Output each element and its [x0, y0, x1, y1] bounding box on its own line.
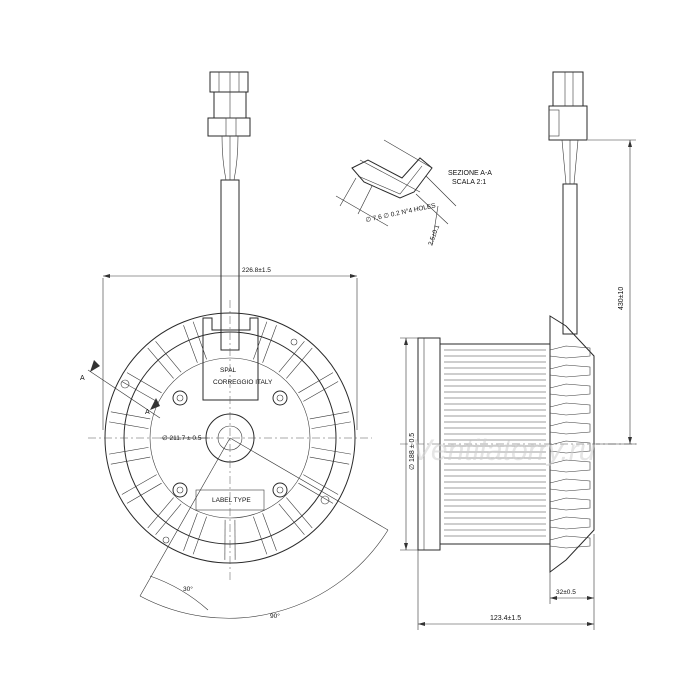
section-mark-left: A — [80, 375, 85, 382]
mounting-bosses — [120, 338, 330, 544]
rib-line — [126, 482, 162, 504]
origin-text: CORREGGIO ITALY — [213, 379, 273, 386]
dim-height: 430±10 — [588, 139, 636, 445]
rib-line — [109, 421, 149, 429]
cap-rib — [549, 459, 591, 473]
front-view: 226.8±1.5 A A ∅ 211.7 ± 0.5 SPAL CORREGG… — [80, 71, 389, 620]
cap-rib — [549, 535, 591, 549]
rib-line — [253, 321, 268, 360]
rib-line — [110, 456, 151, 465]
side-view: ∅ 188 ± 0.5 430±10 32±0.5 123.4± — [400, 71, 640, 630]
cap-rib — [549, 497, 591, 511]
rib-line — [286, 497, 313, 529]
rib-line — [262, 513, 277, 551]
rib-line — [286, 347, 313, 379]
rib-line — [147, 497, 174, 529]
rib-line — [311, 447, 351, 455]
front-ribs — [109, 321, 351, 560]
cap-rib — [549, 383, 591, 397]
rib-line — [303, 474, 339, 495]
rib-line — [192, 516, 207, 555]
rib-line — [278, 341, 305, 373]
cap-rib — [549, 364, 591, 378]
side-cable — [562, 183, 578, 335]
front-connector — [207, 71, 251, 137]
rib-line — [298, 482, 334, 504]
dim-height-label: 430±10 — [618, 287, 625, 310]
dim-depth-label: 32±0.5 — [556, 589, 576, 596]
brand-text: SPAL — [220, 367, 237, 374]
section-holes-label: ∅ 7.6 ∅ 0.2 N°4 HOLES — [365, 201, 437, 224]
side-connector — [548, 71, 588, 185]
dim-width: 226.8±1.5 — [102, 267, 358, 430]
cap-rib — [549, 440, 591, 454]
dim-hole-label: ∅ 211.7 ± 0.5 — [162, 435, 202, 442]
watermark-text: Ventilatorry.ru — [412, 434, 596, 467]
section-scale: SCALA 2:1 — [452, 179, 486, 186]
label-type-text: LABEL TYPE — [212, 497, 251, 504]
section-mark-right: A — [145, 409, 150, 416]
section-detail: SEZIONE A-A SCALA 2:1 ∅ 7.6 ∅ 0.2 N°4 HO… — [335, 139, 492, 247]
rib-line — [309, 456, 350, 465]
rib-line — [303, 381, 339, 402]
rib-line — [183, 513, 198, 551]
angle-2-label: 90° — [270, 612, 280, 620]
rib-line — [298, 372, 334, 394]
rib-line — [109, 447, 149, 455]
dim-length: 123.4±1.5 — [417, 550, 595, 630]
cap-rib — [549, 478, 591, 492]
rib-line — [311, 421, 351, 429]
rib-line — [183, 325, 198, 363]
rib-line — [147, 347, 174, 379]
side-fins — [444, 349, 546, 537]
rib-line — [121, 381, 157, 402]
rib-line — [110, 411, 151, 420]
housing-inner-circle — [149, 357, 311, 519]
dim-diameter: ∅ 188 ± 0.5 — [400, 337, 440, 551]
dim-length-label: 123.4±1.5 — [490, 615, 521, 622]
connector-housing-outline — [202, 317, 259, 401]
angle-1-label: 30° — [183, 585, 193, 593]
rib-line — [253, 516, 268, 555]
rib-line — [309, 411, 350, 420]
section-thickness-label: 2.5±0.1 — [427, 224, 441, 247]
rib-line — [121, 474, 157, 495]
cap-rib — [549, 421, 591, 435]
angle-dimensions: 30° 90° — [139, 437, 389, 620]
rib-line — [126, 372, 162, 394]
dim-width-label: 226.8±1.5 — [242, 267, 271, 274]
cap-rib — [549, 516, 591, 530]
rib-line — [262, 325, 277, 363]
cap-rib — [549, 345, 591, 359]
side-cap-ribs — [549, 345, 591, 549]
cap-rib — [549, 402, 591, 416]
section-arrows: A A — [80, 360, 161, 419]
rib-line — [155, 341, 182, 373]
dim-depth: 32±0.5 — [549, 534, 595, 604]
rib-line — [155, 503, 182, 535]
rib-line — [192, 321, 207, 360]
dim-diameter-label: ∅ 188 ± 0.5 — [409, 433, 416, 470]
section-title: SEZIONE A-A — [448, 170, 492, 177]
rib-line — [278, 503, 305, 535]
